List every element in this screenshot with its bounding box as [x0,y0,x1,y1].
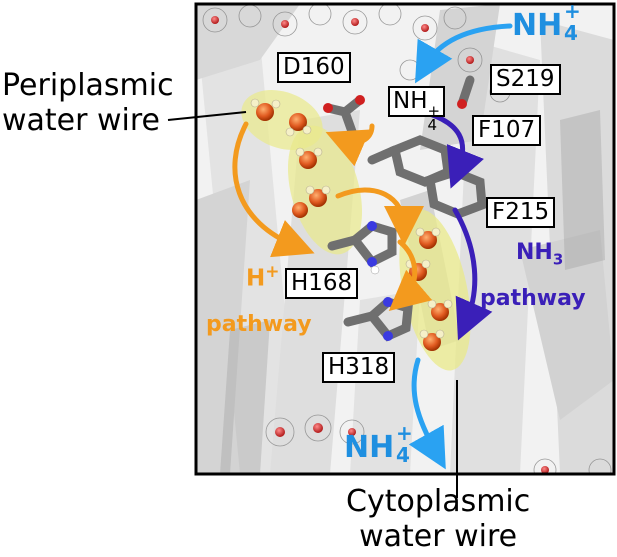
proton-large-arrow [232,121,315,258]
nh4-entry-arrow [414,23,513,84]
nh4-box-sub: 4 [427,116,438,134]
h-base: H [246,265,266,292]
nh4-top-sup: + [564,0,581,23]
nh4-bottom-sup: + [396,421,413,445]
nh3-pathway-word: pathway [480,286,586,311]
nh4-box-base: NH [393,88,428,114]
periplasmic-wire-line2: water wire [2,103,161,138]
cytoplasmic-wire-line1: Cytoplasmic [346,484,531,519]
proton-mid-arrow [335,187,424,246]
nh3-sub: 3 [552,250,564,269]
residue-label-d160: D160 [277,52,351,83]
nh3-pathway-formula: NH3 [516,240,563,268]
periplasmic-wire-label: Periplasmic water wire [2,68,174,138]
nh4-bottom-sub: 4 [396,443,410,467]
nh4-bottom-label: NH + 4 [344,421,413,467]
cytoplasmic-wire-label: Cytoplasmic water wire [346,484,530,554]
panel-border [194,2,616,476]
cytoplasmic-wire-line2: water wire [359,519,518,554]
nh4-bottom-base: NH [344,430,395,465]
nh3-upper-arrow [427,111,484,189]
proton-lower-arrow [388,239,433,312]
nh3-lower-arrow [452,207,493,341]
periplasmic-leader-line [167,111,247,121]
cytoplasmic-water-wire-highlight [399,209,471,371]
nh4-top-sub: 4 [564,21,578,45]
proton-pathway-formula: H+ [246,262,280,292]
nh3-base: NH [516,240,553,265]
residue-label-s219: S219 [490,64,561,95]
proton-pathway-word: pathway [206,312,312,337]
residue-label-h168: H168 [285,268,359,299]
residue-label-h318: H318 [322,352,396,383]
water-molecules [250,98,453,351]
residue-label-f215: F215 [486,197,556,228]
nh4-box-sup: + [427,102,441,120]
nh4-top-label: NH + 4 [512,0,581,45]
residue-atoms [323,95,467,341]
h-sup: + [265,262,280,282]
proton-small-arrow [325,123,375,167]
nh4-box-label: NH+4 [388,86,445,134]
nh4-exit-arrow [408,357,446,470]
periplasmic-wire-line1: Periplasmic [2,68,174,103]
nh4-top-base: NH [512,8,563,43]
residue-label-f107: F107 [472,115,542,146]
pathway-arrows [232,23,513,470]
